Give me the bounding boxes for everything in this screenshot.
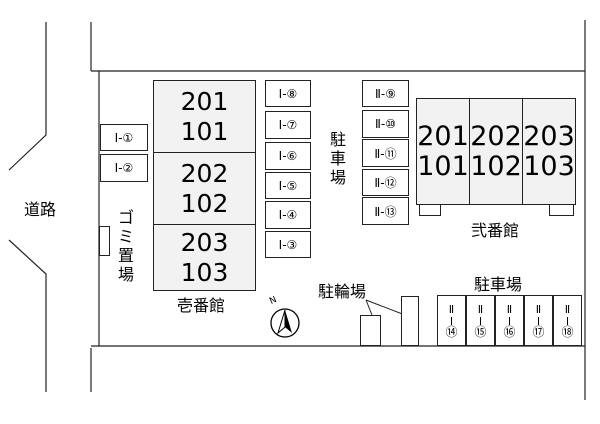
building2-unit-upper: 201	[417, 120, 469, 152]
parking-slot-I-5: Ⅰ-⑤	[265, 172, 311, 199]
slot-number: ⑯	[503, 324, 516, 339]
bicycle-parking-label: 駐輪場	[318, 282, 367, 301]
slot-number: ⑭	[445, 324, 458, 339]
building2-unit-lower: 103	[523, 150, 575, 182]
slot-prefix: Ⅱ	[535, 302, 542, 316]
slot-dash	[567, 316, 568, 325]
building2-unit-lower: 102	[470, 150, 522, 182]
building2-unit-202-102: 202 102	[469, 98, 523, 205]
parking-slot-II-10: Ⅱ-⑩	[362, 110, 409, 138]
building1-name: 壱番館	[177, 296, 226, 315]
slot-number: ⑱	[561, 324, 574, 339]
parking-slot-II-11: Ⅱ-⑪	[362, 139, 409, 167]
building2-unit-lower: 101	[417, 150, 469, 182]
bicycle-rack-right	[401, 296, 419, 346]
center-parking-label: 駐 車 場	[329, 130, 347, 187]
parking-slot-II-16: Ⅱ ⑯	[495, 295, 524, 346]
bicycle-rack-left	[360, 315, 381, 346]
compass-graphic	[270, 308, 300, 338]
parking-slot-II-13: Ⅱ-⑬	[362, 197, 409, 225]
road-label: 道路	[24, 200, 57, 219]
building2-unit-203-103: 203 103	[522, 98, 576, 205]
parking-slot-I-1: Ⅰ-①	[100, 124, 148, 151]
parking-slot-II-17: Ⅱ ⑰	[524, 295, 553, 346]
parking-slot-I-8: Ⅰ-⑧	[265, 80, 311, 107]
building2-unit-201-101: 201 101	[416, 98, 470, 205]
parking-slot-I-3: Ⅰ-③	[265, 231, 311, 258]
slot-prefix: Ⅱ	[477, 302, 484, 316]
building2-step-right	[549, 204, 574, 216]
garbage-label-char-3: 置	[117, 246, 134, 265]
garbage-area-label: ゴ ミ 置 場	[117, 208, 135, 284]
slot-number: ⑮	[474, 324, 487, 339]
parking-slot-I-4: Ⅰ-④	[265, 201, 311, 229]
center-parking-char-3: 場	[329, 168, 346, 187]
center-parking-char-2: 車	[329, 149, 346, 168]
parking-slot-I-6: Ⅰ-⑥	[265, 142, 311, 170]
building2-unit-upper: 203	[523, 120, 575, 152]
building1-unit-upper: 203	[180, 227, 229, 257]
building1-unit-202-102: 202 102	[153, 152, 256, 225]
slot-dash	[538, 316, 539, 325]
compass-icon: N	[268, 295, 302, 342]
building1-unit-203-103: 203 103	[153, 224, 256, 291]
parking-slot-II-18: Ⅱ ⑱	[553, 295, 582, 346]
parking-slot-I-7: Ⅰ-⑦	[265, 111, 311, 139]
building1-unit-lower: 101	[180, 116, 229, 146]
building1-unit-upper: 202	[180, 158, 229, 188]
parking-slot-II-14: Ⅱ ⑭	[437, 295, 466, 346]
building1-unit-upper: 201	[180, 86, 229, 116]
slot-prefix: Ⅱ	[564, 302, 571, 316]
parking-slot-II-15: Ⅱ ⑮	[466, 295, 495, 346]
garbage-label-char-4: 場	[117, 265, 134, 284]
slot-prefix: Ⅱ	[506, 302, 513, 316]
slot-dash	[509, 316, 510, 325]
parking-slot-II-12: Ⅱ-⑫	[362, 169, 409, 196]
building1-unit-201-101: 201 101	[153, 80, 256, 153]
building2-unit-upper: 202	[470, 120, 522, 152]
building2-name: 弐番館	[471, 221, 520, 240]
slot-number: ⑰	[532, 324, 545, 339]
parking-slot-II-9: Ⅱ-⑨	[362, 80, 409, 107]
slot-dash	[480, 316, 481, 325]
bottom-parking-label: 駐車場	[474, 275, 523, 294]
slot-dash	[451, 316, 452, 325]
building1-unit-lower: 103	[180, 257, 229, 287]
building2-step-left	[419, 204, 441, 216]
garbage-label-char-1: ゴ	[117, 208, 134, 227]
garbage-area-box	[99, 226, 110, 256]
center-parking-char-1: 駐	[329, 130, 346, 149]
garbage-label-char-2: ミ	[117, 227, 134, 246]
parking-slot-I-2: Ⅰ-②	[100, 154, 148, 182]
slot-prefix: Ⅱ	[448, 302, 455, 316]
building1-unit-lower: 102	[180, 188, 229, 218]
